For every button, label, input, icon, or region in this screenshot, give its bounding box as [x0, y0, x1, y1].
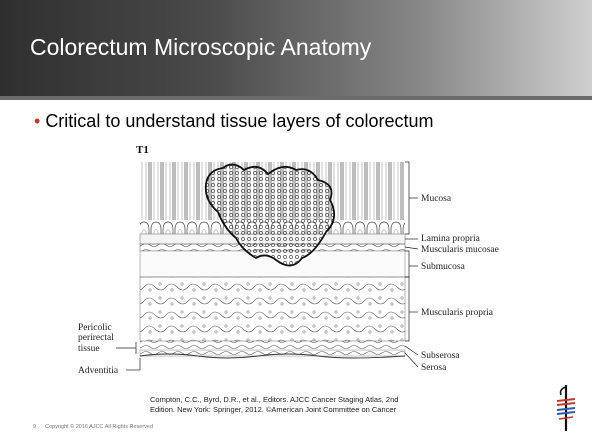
title-bar: Colorectum Microscopic Anatomy — [0, 0, 592, 96]
slide-footer: 9 Copyright © 2016 AJCC All Rights Reserv… — [33, 424, 153, 430]
citation-line-2: Edition. New York: Springer, 2012. ©Amer… — [150, 405, 450, 415]
ajcc-logo-icon — [555, 383, 577, 433]
label-muscularis-propria: Muscularis propria — [421, 308, 494, 318]
bullet-item: •Critical to understand tissue layers of… — [34, 111, 433, 132]
label-tissue: tissue — [78, 344, 100, 354]
anatomy-figure: T1 Mucosa Lamina propria — [78, 140, 508, 390]
label-lamina-propria: Lamina propria — [421, 234, 481, 244]
label-pericolic: Pericolic — [78, 323, 112, 333]
stage-label: T1 — [136, 144, 149, 156]
bullet-text: Critical to understand tissue layers of … — [45, 111, 433, 131]
title-divider — [0, 96, 592, 100]
label-muscularis-mucosae: Muscularis mucosae — [421, 245, 499, 255]
label-submucosa: Submucosa — [421, 262, 466, 272]
label-subserosa: Subserosa — [421, 351, 460, 361]
figure-citation: Compton, C.C., Byrd, D.R., et al., Edito… — [150, 395, 450, 415]
label-perirectal: perirectal — [78, 333, 114, 343]
subserosa-layer — [140, 341, 405, 350]
page-number: 9 — [33, 424, 36, 430]
serosa-layer — [140, 350, 405, 356]
label-serosa: Serosa — [421, 363, 447, 373]
label-mucosa: Mucosa — [421, 194, 452, 204]
colon-wall-diagram: T1 Mucosa Lamina propria — [78, 140, 508, 390]
copyright-text: Copyright © 2016 AJCC All Rights Reserve… — [45, 424, 153, 430]
bullet-dot-icon: • — [34, 111, 40, 131]
slide-title: Colorectum Microscopic Anatomy — [30, 34, 371, 61]
muscularis-propria-layer — [140, 277, 405, 341]
citation-line-1: Compton, C.C., Byrd, D.R., et al., Edito… — [150, 395, 450, 405]
label-adventitia: Adventitia — [78, 366, 119, 376]
